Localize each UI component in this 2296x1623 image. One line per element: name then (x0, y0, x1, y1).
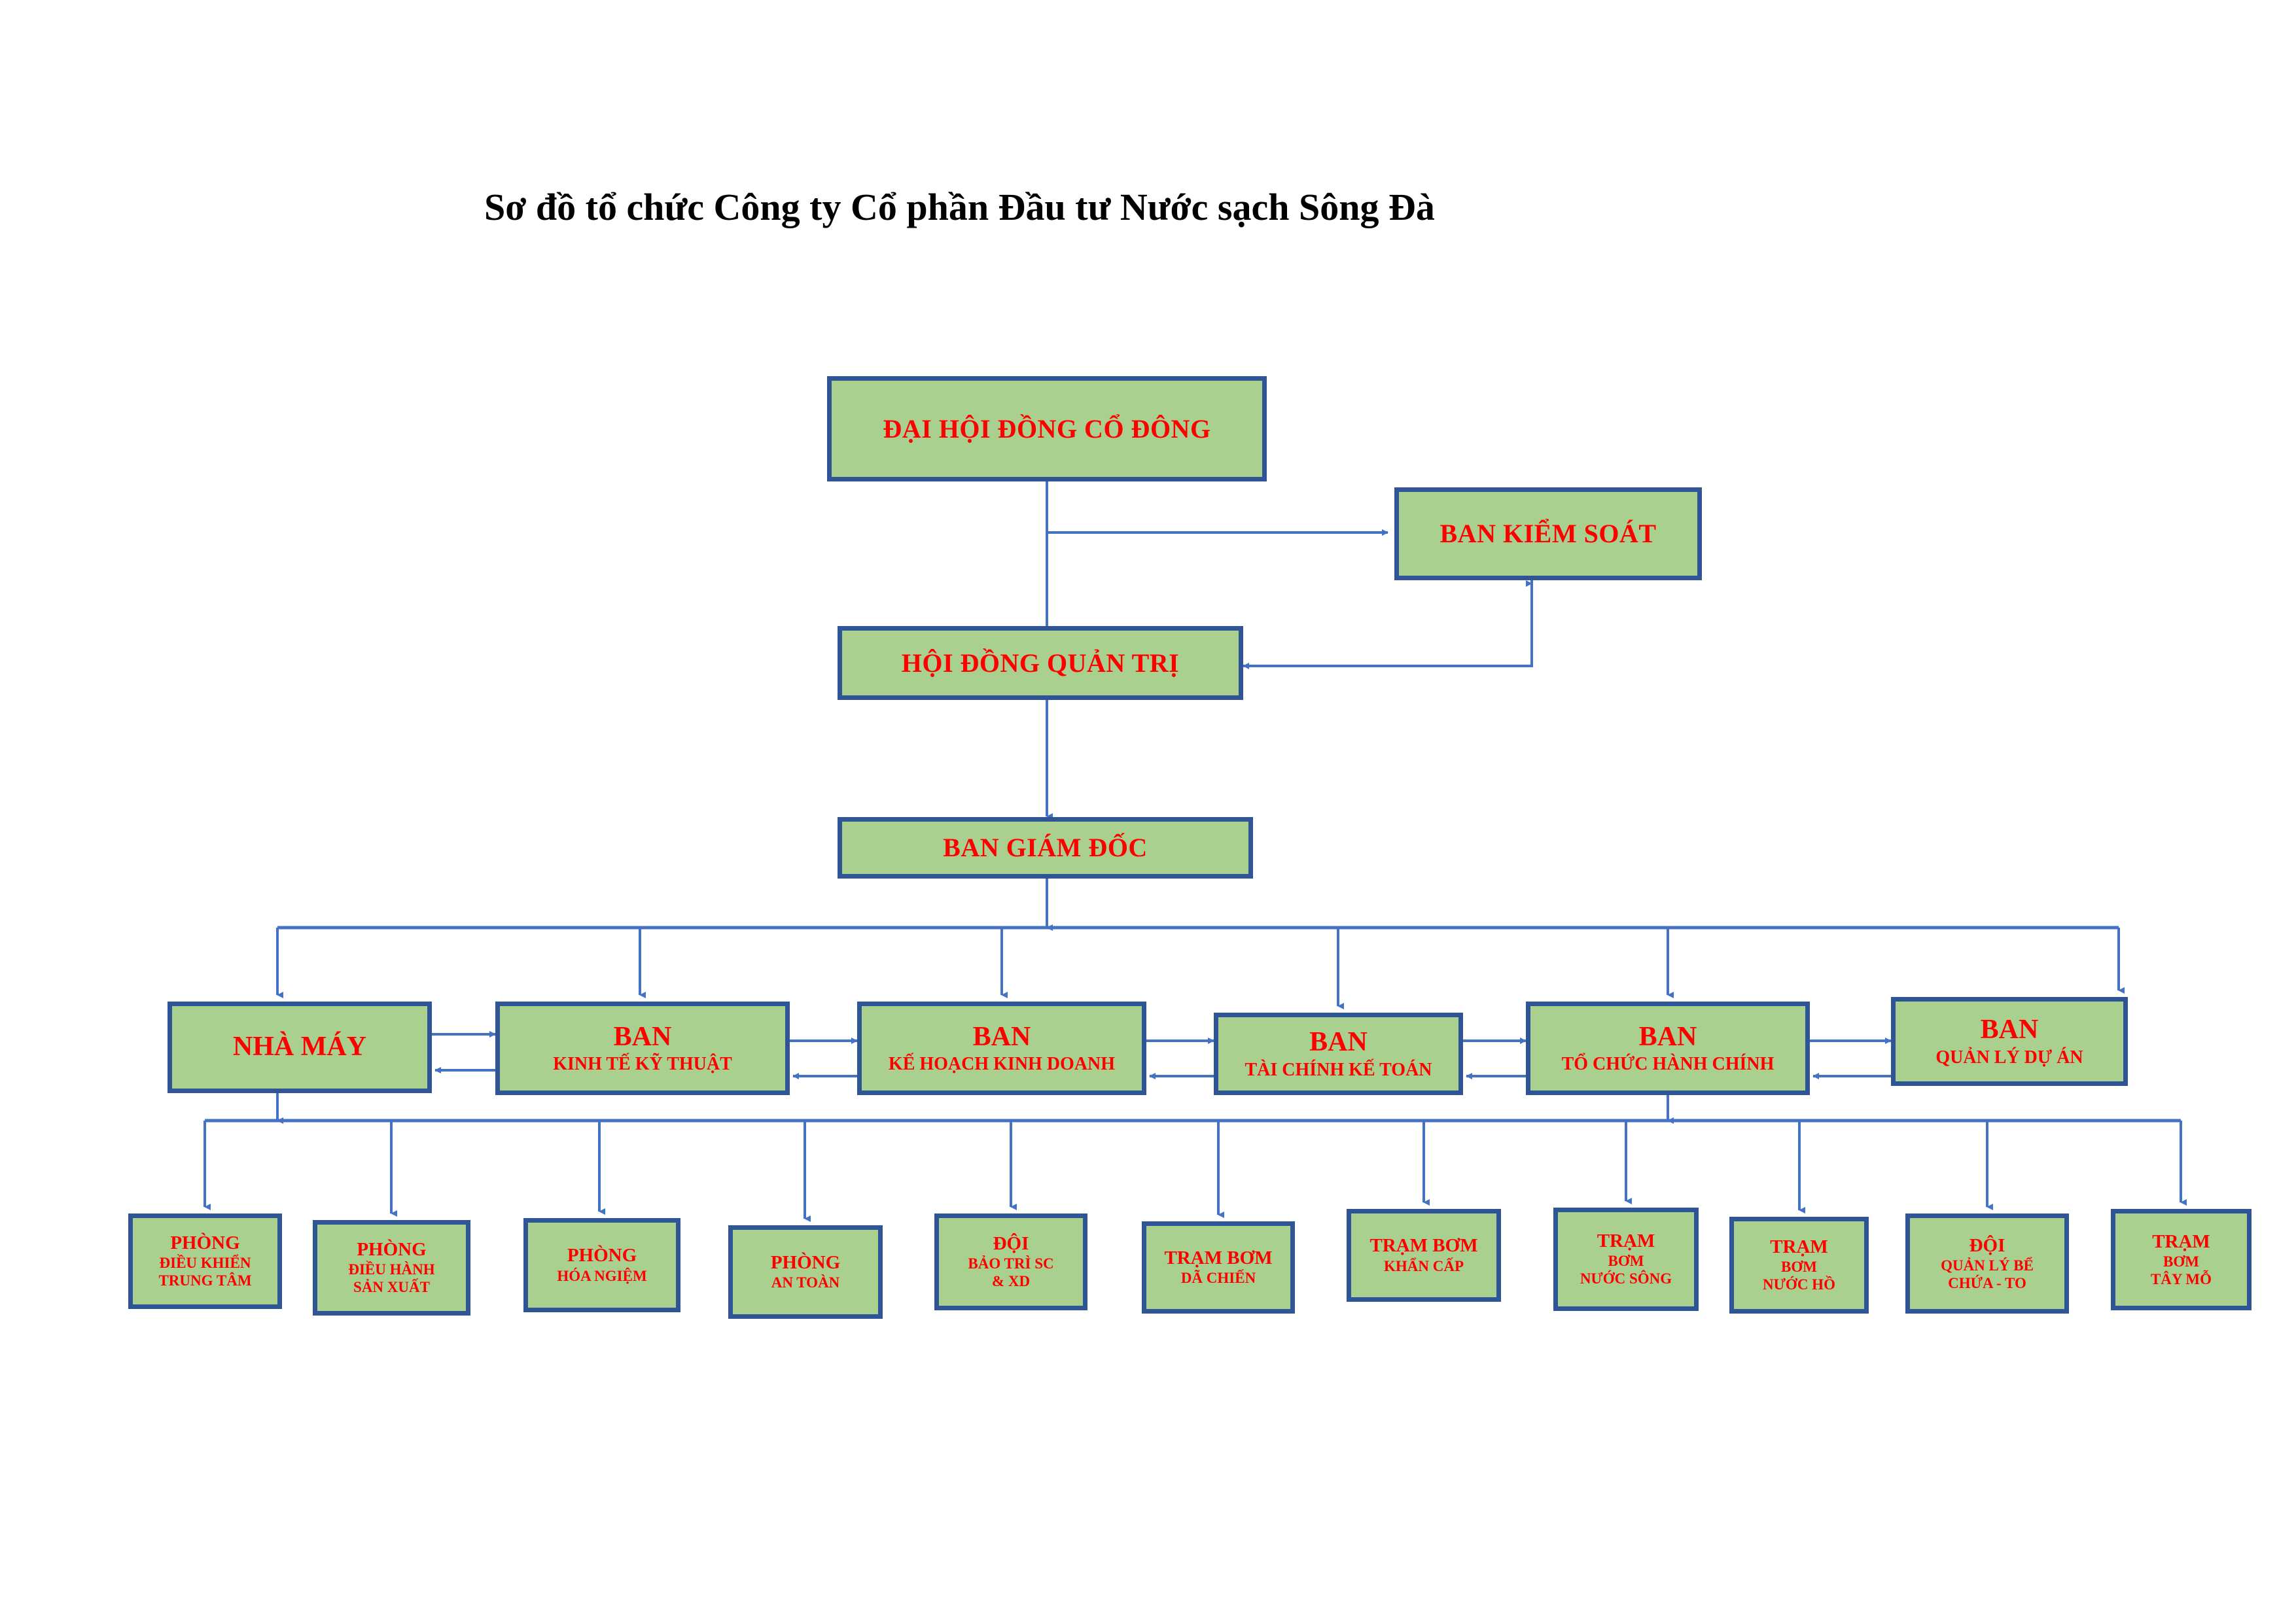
node-label-line2: KHẨN CẤP (1383, 1257, 1464, 1274)
node-label-line2: BƠM (2163, 1253, 2199, 1270)
node-label-line1: TRẠM (1597, 1230, 1655, 1252)
node-label-line1: BAN (613, 1021, 672, 1052)
node-label-line2: TỔ CHỨC HÀNH CHÍNH (1561, 1054, 1775, 1075)
node-leaf-pump-lake[interactable]: TRẠM BƠM NƯỚC HỒ (1729, 1217, 1869, 1314)
page-title: Sơ đồ tổ chức Công ty Cổ phần Đầu tư Nướ… (484, 186, 1435, 228)
node-label-line1: PHÒNG (170, 1232, 240, 1254)
node-label-line1: PHÒNG (567, 1245, 637, 1266)
node-label-line2: AN TOÀN (771, 1274, 840, 1291)
node-label-line1: ĐỘI (1969, 1234, 2005, 1256)
node-label-line3: NƯỚC HỒ (1763, 1276, 1835, 1293)
node-leaf-production[interactable]: PHÒNG ĐIỀU HÀNH SẢN XUẤT (313, 1220, 470, 1316)
node-label-line2: HÓA NGIỆM (557, 1267, 647, 1284)
node-label-line3: SẢN XUẤT (353, 1279, 430, 1296)
node-leaf-pump-river[interactable]: TRẠM BƠM NƯỚC SÔNG (1553, 1208, 1699, 1311)
connector-supervisory-to-board (1243, 580, 1533, 669)
node-label-line2: TÀI CHÍNH KẾ TOÁN (1245, 1059, 1432, 1080)
node-dept-technical[interactable]: BAN KINH TẾ KỸ THUẬT (495, 1002, 790, 1095)
node-label-line1: TRẠM (1770, 1236, 1828, 1258)
node-label-line2: KẾ HOẠCH KINH DOANH (888, 1054, 1116, 1075)
node-dept-planning[interactable]: BAN KẾ HOẠCH KINH DOANH (857, 1002, 1146, 1095)
node-supervisory-board[interactable]: BAN KIỂM SOÁT (1394, 487, 1702, 580)
node-label-line2: ĐIỀU HÀNH (348, 1261, 435, 1278)
node-factory[interactable]: NHÀ MÁY (168, 1002, 432, 1093)
node-label-line2: BƠM (1781, 1259, 1817, 1276)
node-leaf-safety[interactable]: PHÒNG AN TOÀN (728, 1225, 883, 1319)
node-label: BAN GIÁM ĐỐC (943, 833, 1148, 863)
node-label-line3: CHỨA - TO (1948, 1274, 2026, 1291)
node-label-line3: TRUNG TÂM (158, 1272, 252, 1289)
node-label-line2: BƠM (1608, 1253, 1644, 1270)
node-label-line1: ĐỘI (993, 1233, 1029, 1255)
node-label-line2: BẢO TRÌ SC (968, 1255, 1054, 1272)
node-dept-project[interactable]: BAN QUẢN LÝ DỰ ÁN (1891, 997, 2128, 1086)
node-label-line1: PHÒNG (770, 1251, 841, 1273)
node-dept-admin[interactable]: BAN TỔ CHỨC HÀNH CHÍNH (1526, 1002, 1810, 1095)
node-label-line1: BAN (1638, 1021, 1697, 1052)
node-label-line2: ĐIỀU KHIỂN (159, 1255, 251, 1272)
node-label-line1: TRẠM BƠM (1369, 1235, 1478, 1257)
node-dept-finance[interactable]: BAN TÀI CHÍNH KẾ TOÁN (1214, 1013, 1463, 1095)
node-label-line1: TRẠM (2152, 1230, 2210, 1252)
node-label: BAN KIỂM SOÁT (1439, 519, 1657, 549)
node-label-line1: PHÒNG (357, 1239, 427, 1261)
node-label-line3: NƯỚC SÔNG (1580, 1270, 1672, 1287)
node-leaf-control-room[interactable]: PHÒNG ĐIỀU KHIỂN TRUNG TÂM (128, 1213, 282, 1309)
node-leaf-reservoir[interactable]: ĐỘI QUẢN LÝ BỂ CHỨA - TO (1905, 1213, 2069, 1314)
node-label-line2: KINH TẾ KỸ THUẬT (553, 1054, 732, 1075)
node-label: NHÀ MÁY (232, 1032, 367, 1062)
node-label-line2: QUẢN LÝ BỂ (1941, 1257, 2034, 1274)
node-label-line3: & XD (991, 1273, 1031, 1290)
node-label: ĐẠI HỘI ĐỒNG CỔ ĐÔNG (883, 413, 1211, 444)
node-label-line3: TÂY MỖ (2150, 1270, 2212, 1287)
node-label-line2: QUẢN LÝ DỰ ÁN (1935, 1047, 2083, 1068)
node-label-line1: TRẠM BƠM (1164, 1247, 1273, 1268)
node-label-line1: BAN (1309, 1027, 1368, 1058)
node-leaf-maintenance[interactable]: ĐỘI BẢO TRÌ SC & XD (934, 1213, 1087, 1310)
node-label-line1: BAN (972, 1021, 1031, 1052)
node-leaf-lab[interactable]: PHÒNG HÓA NGIỆM (523, 1218, 680, 1312)
node-label-line2: DÃ CHIẾN (1180, 1270, 1256, 1287)
node-label-line1: BAN (1980, 1015, 2039, 1045)
node-leaf-pump-taymo[interactable]: TRẠM BƠM TÂY MỖ (2111, 1209, 2252, 1310)
node-shareholders-meeting[interactable]: ĐẠI HỘI ĐỒNG CỔ ĐÔNG (827, 376, 1267, 481)
node-board-of-directors[interactable]: HỘI ĐỒNG QUẢN TRỊ (838, 626, 1243, 700)
node-leaf-pump-emergency[interactable]: TRẠM BƠM KHẨN CẤP (1347, 1209, 1501, 1302)
node-label: HỘI ĐỒNG QUẢN TRỊ (901, 648, 1180, 678)
node-leaf-pump-field[interactable]: TRẠM BƠM DÃ CHIẾN (1142, 1221, 1295, 1314)
node-executive-board[interactable]: BAN GIÁM ĐỐC (838, 817, 1253, 879)
